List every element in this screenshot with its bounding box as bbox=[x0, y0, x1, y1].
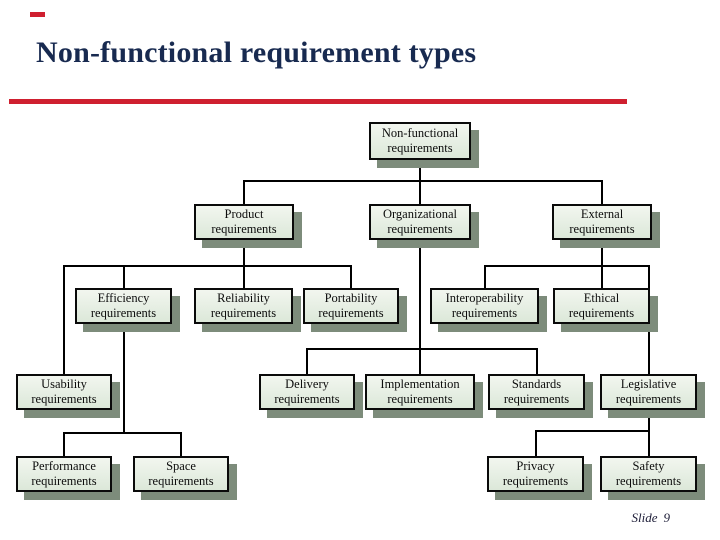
node-label: requirements bbox=[615, 474, 682, 488]
connector-efficiency-children-bus bbox=[63, 432, 182, 434]
connector-to-interoperability bbox=[484, 265, 486, 290]
node-label: Standards bbox=[511, 377, 562, 391]
connector-to-performance bbox=[63, 432, 65, 458]
node-label: requirements bbox=[31, 474, 97, 488]
node-implementation-requirements: Implementation requirements bbox=[365, 374, 475, 410]
node-portability-requirements: Portability requirements bbox=[303, 288, 399, 324]
node-label: requirements bbox=[568, 306, 635, 320]
node-label: Privacy bbox=[516, 459, 555, 473]
node-privacy-requirements: Privacy requirements bbox=[487, 456, 584, 492]
node-delivery-requirements: Delivery requirements bbox=[259, 374, 355, 410]
node-label: Delivery bbox=[285, 377, 329, 391]
connector-to-usability bbox=[63, 265, 65, 376]
node-efficiency-requirements: Efficiency requirements bbox=[75, 288, 172, 324]
node-label: External bbox=[580, 207, 624, 221]
node-label: Legislative bbox=[620, 377, 677, 391]
connector-legislative-to-safety bbox=[648, 410, 650, 458]
node-external-requirements: External requirements bbox=[552, 204, 652, 240]
node-performance-requirements: Performance requirements bbox=[16, 456, 112, 492]
node-organizational-requirements: Organizational requirements bbox=[369, 204, 471, 240]
connector-legislative-children-bus bbox=[535, 430, 650, 432]
connector-organizational-to-implementation bbox=[419, 240, 421, 376]
node-label: requirements bbox=[387, 392, 453, 406]
node-label: Interoperability bbox=[445, 291, 524, 305]
node-label: Product bbox=[224, 207, 264, 221]
node-label: Space bbox=[166, 459, 196, 473]
node-label: requirements bbox=[615, 392, 682, 406]
node-label: Efficiency bbox=[97, 291, 150, 305]
node-label: requirements bbox=[90, 306, 157, 320]
node-label: requirements bbox=[148, 474, 214, 488]
node-label: requirements bbox=[387, 141, 453, 155]
connector-external-children-bus bbox=[484, 265, 650, 267]
node-label: Implementation bbox=[380, 377, 460, 391]
node-label: requirements bbox=[274, 392, 340, 406]
node-label: requirements bbox=[569, 222, 635, 236]
node-label: Non-functional bbox=[381, 126, 459, 140]
node-label: Safety bbox=[632, 459, 665, 473]
node-label: requirements bbox=[503, 392, 570, 406]
connector-to-product bbox=[243, 180, 245, 206]
connector-product-children-bus bbox=[63, 265, 352, 267]
connector-organizational-children-bus bbox=[306, 348, 538, 350]
node-standards-requirements: Standards requirements bbox=[488, 374, 585, 410]
node-safety-requirements: Safety requirements bbox=[600, 456, 697, 492]
node-space-requirements: Space requirements bbox=[133, 456, 229, 492]
corner-accent-mark bbox=[30, 12, 45, 17]
node-label: Performance bbox=[32, 459, 96, 473]
node-label: requirements bbox=[387, 222, 453, 236]
node-label: Reliability bbox=[217, 291, 270, 305]
node-label: requirements bbox=[210, 306, 277, 320]
slide-title: Non-functional requirement types bbox=[36, 36, 477, 69]
node-label: Organizational bbox=[382, 207, 458, 221]
node-ethical-requirements: Ethical requirements bbox=[553, 288, 650, 324]
node-label: requirements bbox=[451, 306, 518, 320]
connector-to-privacy bbox=[535, 430, 537, 458]
node-interoperability-requirements: Interoperability requirements bbox=[430, 288, 539, 324]
node-legislative-requirements: Legislative requirements bbox=[600, 374, 697, 410]
node-product-requirements: Product requirements bbox=[194, 204, 294, 240]
node-usability-requirements: Usability requirements bbox=[16, 374, 112, 410]
connector-to-delivery bbox=[306, 348, 308, 376]
connector-to-efficiency bbox=[123, 265, 125, 290]
connector-root-drop bbox=[419, 160, 421, 206]
node-label: requirements bbox=[31, 392, 97, 406]
connector-to-space bbox=[180, 432, 182, 458]
node-label: requirements bbox=[318, 306, 384, 320]
connector-to-external bbox=[601, 180, 603, 206]
slide-number-label: Slide bbox=[631, 510, 658, 525]
node-reliability-requirements: Reliability requirements bbox=[194, 288, 293, 324]
node-label: Usability bbox=[41, 377, 87, 391]
connector-to-portability bbox=[350, 265, 352, 290]
connector-level2-bus bbox=[243, 180, 603, 182]
slide-number: Slide 9 bbox=[626, 510, 671, 526]
connector-to-standards bbox=[536, 348, 538, 376]
node-nonfunctional-requirements: Non-functional requirements bbox=[369, 122, 471, 160]
node-label: Ethical bbox=[583, 291, 620, 305]
title-underline-rule bbox=[9, 99, 627, 104]
node-label: requirements bbox=[502, 474, 569, 488]
slide-number-value: 9 bbox=[663, 510, 671, 525]
node-label: Portability bbox=[324, 291, 378, 305]
connector-efficiency-drop bbox=[123, 322, 125, 434]
node-label: requirements bbox=[211, 222, 277, 236]
